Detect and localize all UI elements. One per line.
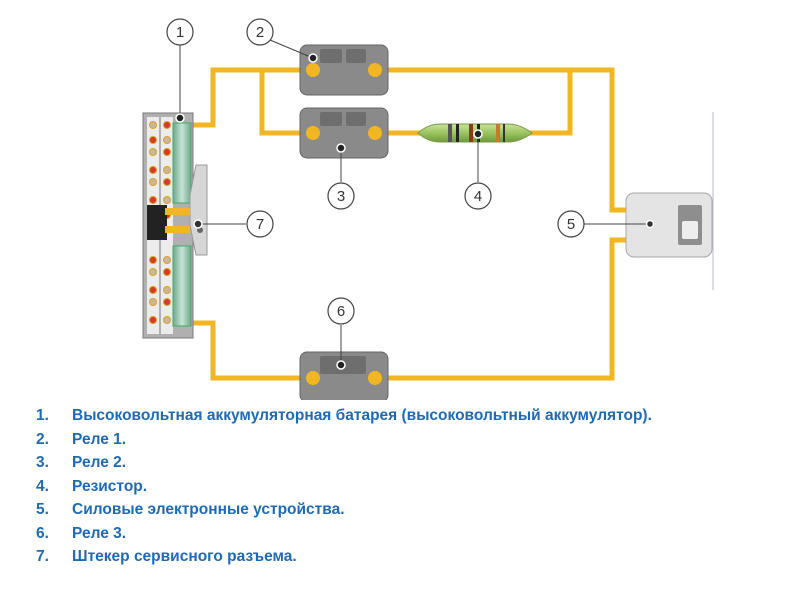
callout-1: 1 (166, 18, 194, 123)
legend-number: 6. (36, 524, 49, 542)
legend-item: 7. Штекер сервисного разъема. (36, 545, 692, 569)
high-voltage-battery (142, 112, 194, 339)
callout-label: 1 (176, 24, 184, 41)
circuit-diagram: 1 2 3 4 5 6 7 (142, 18, 714, 400)
battery-terminal (149, 178, 157, 186)
callout-label: 5 (567, 216, 575, 233)
legend-number: 1. (36, 407, 49, 424)
battery-terminal (163, 148, 171, 156)
relay-2 (299, 107, 389, 159)
callout-label: 2 (256, 24, 264, 41)
legend-number: 2. (36, 430, 49, 448)
battery-terminal (149, 316, 157, 324)
relay-1 (299, 44, 389, 96)
battery-terminal (149, 268, 157, 276)
legend-item: 4. Резистор. (36, 475, 692, 499)
callout-7: 7 (193, 210, 274, 238)
battery-terminal (163, 298, 171, 306)
battery-terminal (163, 121, 171, 129)
battery-terminal (163, 196, 171, 204)
relay-3 (299, 351, 389, 400)
legend-text: Силовые электронные устройства. (72, 501, 345, 518)
callout-label: 4 (474, 188, 482, 205)
legend-number: 3. (36, 454, 49, 471)
legend-text: Реле 1. (72, 430, 127, 448)
callout-label: 7 (256, 216, 264, 233)
wire-relay3-to-device (376, 237, 628, 381)
legend-item: 6. Реле 3. (36, 522, 692, 546)
legend-item: 5. Силовые электронные устройства. (36, 498, 692, 522)
callout-6: 6 (327, 297, 355, 370)
wire-relay1-to-device (376, 67, 628, 213)
battery-terminal (163, 286, 171, 294)
battery-terminal (149, 136, 157, 144)
callout-label: 6 (337, 303, 345, 320)
callout-3: 3 (327, 143, 355, 210)
battery-terminal (149, 121, 157, 129)
battery-terminal (163, 268, 171, 276)
battery-terminal (163, 316, 171, 324)
wire-branch-relay2-left (259, 70, 312, 136)
legend-item: 1. Высоковольтная аккумуляторная батарея … (36, 404, 692, 428)
battery-terminal (149, 256, 157, 264)
legend-number: 5. (36, 501, 49, 518)
legend-number: 4. (36, 477, 49, 495)
legend-text: Реле 2. (72, 454, 127, 471)
callout-2: 2 (246, 18, 318, 63)
legend-text: Высоковольтная аккумуляторная батарея (в… (72, 407, 652, 424)
wire-branch-resistor-right (520, 70, 573, 136)
wire-battery-bottom-to-relay3 (178, 320, 312, 381)
wire-battery-top-to-relay1 (178, 67, 312, 128)
battery-terminal (149, 196, 157, 204)
legend-text: Штекер сервисного разъема. (72, 548, 297, 565)
legend-text: Реле 3. (72, 524, 127, 542)
battery-terminal (149, 286, 157, 294)
battery-terminal (149, 166, 157, 174)
battery-terminal (163, 256, 171, 264)
battery-terminal (163, 178, 171, 186)
power-electronics (625, 112, 714, 290)
wires (178, 67, 628, 381)
callout-label: 3 (337, 188, 345, 205)
legend-list: 1. Высоковольтная аккумуляторная батарея … (36, 404, 692, 569)
callout-4: 4 (464, 129, 492, 210)
battery-terminal (163, 166, 171, 174)
legend-item: 2. Реле 1. (36, 428, 692, 452)
battery-terminal (149, 298, 157, 306)
legend-text: Резистор. (72, 477, 148, 495)
battery-terminal (149, 148, 157, 156)
legend-number: 7. (36, 548, 49, 565)
battery-terminals (149, 121, 171, 324)
battery-terminal (163, 136, 171, 144)
callout-5: 5 (557, 210, 655, 238)
service-plug (165, 164, 208, 256)
legend-item: 3. Реле 2. (36, 451, 692, 475)
